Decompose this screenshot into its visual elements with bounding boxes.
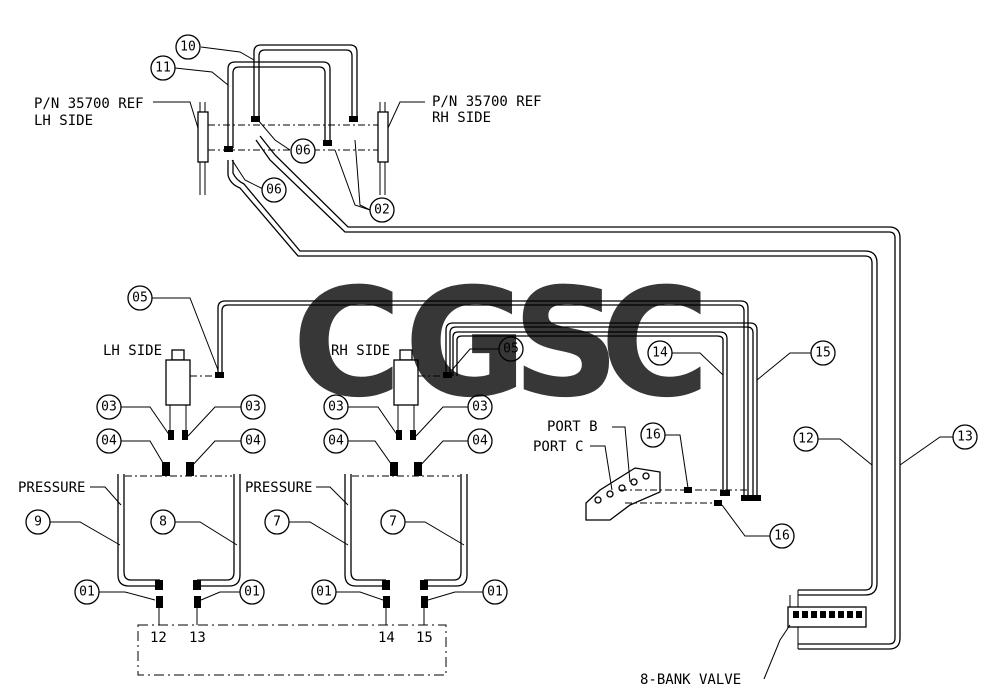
balloon-9: 9 <box>25 509 51 535</box>
svg-text:15: 15 <box>815 346 831 361</box>
manifold-block <box>585 467 750 521</box>
svg-text:7: 7 <box>389 515 397 530</box>
watermark-letter-g: G <box>404 257 527 431</box>
svg-text:02: 02 <box>374 203 390 218</box>
balloon-03-a: 03 <box>96 394 122 420</box>
svg-text:13: 13 <box>957 430 973 445</box>
balloon-04-c: 04 <box>323 428 349 454</box>
label-pn-lh: P/N 35700 REF <box>34 96 144 112</box>
valve-body <box>787 606 867 628</box>
callout-balloons: 10 11 06 06 02 05 05 14 15 12 13 16 16 0… <box>25 34 978 605</box>
balloon-03-c: 03 <box>323 394 349 420</box>
svg-text:04: 04 <box>101 434 117 449</box>
balloon-7-left: 7 <box>264 509 290 535</box>
label-port-c: PORT C <box>533 439 584 455</box>
watermark-letter-c1: C <box>292 257 402 431</box>
svg-text:05: 05 <box>132 291 148 306</box>
svg-text:06: 06 <box>295 144 311 159</box>
label-port-13: 13 <box>189 630 206 646</box>
svg-text:16: 16 <box>645 428 661 443</box>
svg-text:03: 03 <box>472 400 488 415</box>
label-lh-side: LH SIDE <box>103 343 162 359</box>
svg-text:03: 03 <box>328 400 344 415</box>
leader-lines <box>50 46 953 680</box>
balloon-04-d: 04 <box>467 428 493 454</box>
label-port-14: 14 <box>378 630 395 646</box>
label-rh-side-top: RH SIDE <box>432 110 491 126</box>
svg-text:06: 06 <box>266 183 282 198</box>
svg-text:01: 01 <box>487 585 503 600</box>
balloon-03-d: 03 <box>467 394 493 420</box>
middle-hoses <box>215 300 761 501</box>
balloon-04-a: 04 <box>96 428 122 454</box>
svg-text:04: 04 <box>245 434 261 449</box>
balloon-03-b: 03 <box>240 394 266 420</box>
lh-cylinder-assembly <box>117 349 241 625</box>
label-pn-rh: P/N 35700 REF <box>432 94 542 110</box>
svg-text:9: 9 <box>34 515 42 530</box>
svg-text:12: 12 <box>798 432 814 447</box>
balloon-16-lower: 16 <box>769 523 795 549</box>
rh-cylinder-ref <box>377 111 389 163</box>
top-assembly <box>197 44 901 650</box>
svg-text:14: 14 <box>652 346 668 361</box>
balloon-12: 12 <box>793 426 819 452</box>
cgsc-watermark: C G S C <box>292 257 710 431</box>
balloon-01-a: 01 <box>74 579 100 605</box>
eight-bank-valve <box>787 590 867 649</box>
svg-text:04: 04 <box>472 434 488 449</box>
balloon-13: 13 <box>952 424 978 450</box>
rh-cylinder-assembly <box>344 349 468 625</box>
svg-text:11: 11 <box>155 61 171 76</box>
svg-text:8: 8 <box>159 515 167 530</box>
label-lh-side-top: LH SIDE <box>34 113 93 129</box>
watermark-letter-c2: C <box>600 257 710 431</box>
label-port-15: 15 <box>416 630 433 646</box>
balloon-7-right: 7 <box>380 509 406 535</box>
balloon-01-d: 01 <box>482 579 508 605</box>
svg-text:7: 7 <box>273 515 281 530</box>
label-8-bank-valve: 8-BANK VALVE <box>640 672 741 688</box>
text-labels: P/N 35700 REF LH SIDE P/N 35700 REF RH S… <box>18 94 741 688</box>
svg-text:01: 01 <box>316 585 332 600</box>
lh-cylinder-ref <box>197 111 209 163</box>
balloon-04-b: 04 <box>240 428 266 454</box>
svg-text:03: 03 <box>245 400 261 415</box>
svg-text:16: 16 <box>774 529 790 544</box>
rh-cylinder <box>393 359 419 406</box>
balloon-11: 11 <box>150 55 176 81</box>
svg-text:01: 01 <box>244 585 260 600</box>
balloon-15: 15 <box>810 340 836 366</box>
balloon-10: 10 <box>175 34 201 60</box>
label-port-12: 12 <box>150 630 167 646</box>
balloon-05-left: 05 <box>127 285 153 311</box>
balloon-05-right: 05 <box>498 336 524 362</box>
label-pressure-right: PRESSURE <box>245 480 312 496</box>
watermark-letter-s: S <box>512 257 620 431</box>
balloon-14: 14 <box>647 340 673 366</box>
svg-text:04: 04 <box>328 434 344 449</box>
svg-text:01: 01 <box>79 585 95 600</box>
balloon-01-c: 01 <box>311 579 337 605</box>
label-pressure-left: PRESSURE <box>18 480 85 496</box>
balloon-01-b: 01 <box>239 579 265 605</box>
control-port-block <box>137 624 447 676</box>
lh-cylinder <box>165 359 191 406</box>
balloon-06-lower: 06 <box>261 177 287 203</box>
balloon-02: 02 <box>369 197 395 223</box>
svg-text:03: 03 <box>101 400 117 415</box>
balloon-16-upper: 16 <box>640 422 666 448</box>
balloon-8: 8 <box>150 509 176 535</box>
label-rh-side: RH SIDE <box>331 343 390 359</box>
balloon-06-upper: 06 <box>290 138 316 164</box>
label-port-b: PORT B <box>547 419 598 435</box>
svg-text:10: 10 <box>180 40 196 55</box>
svg-text:05: 05 <box>503 342 519 357</box>
